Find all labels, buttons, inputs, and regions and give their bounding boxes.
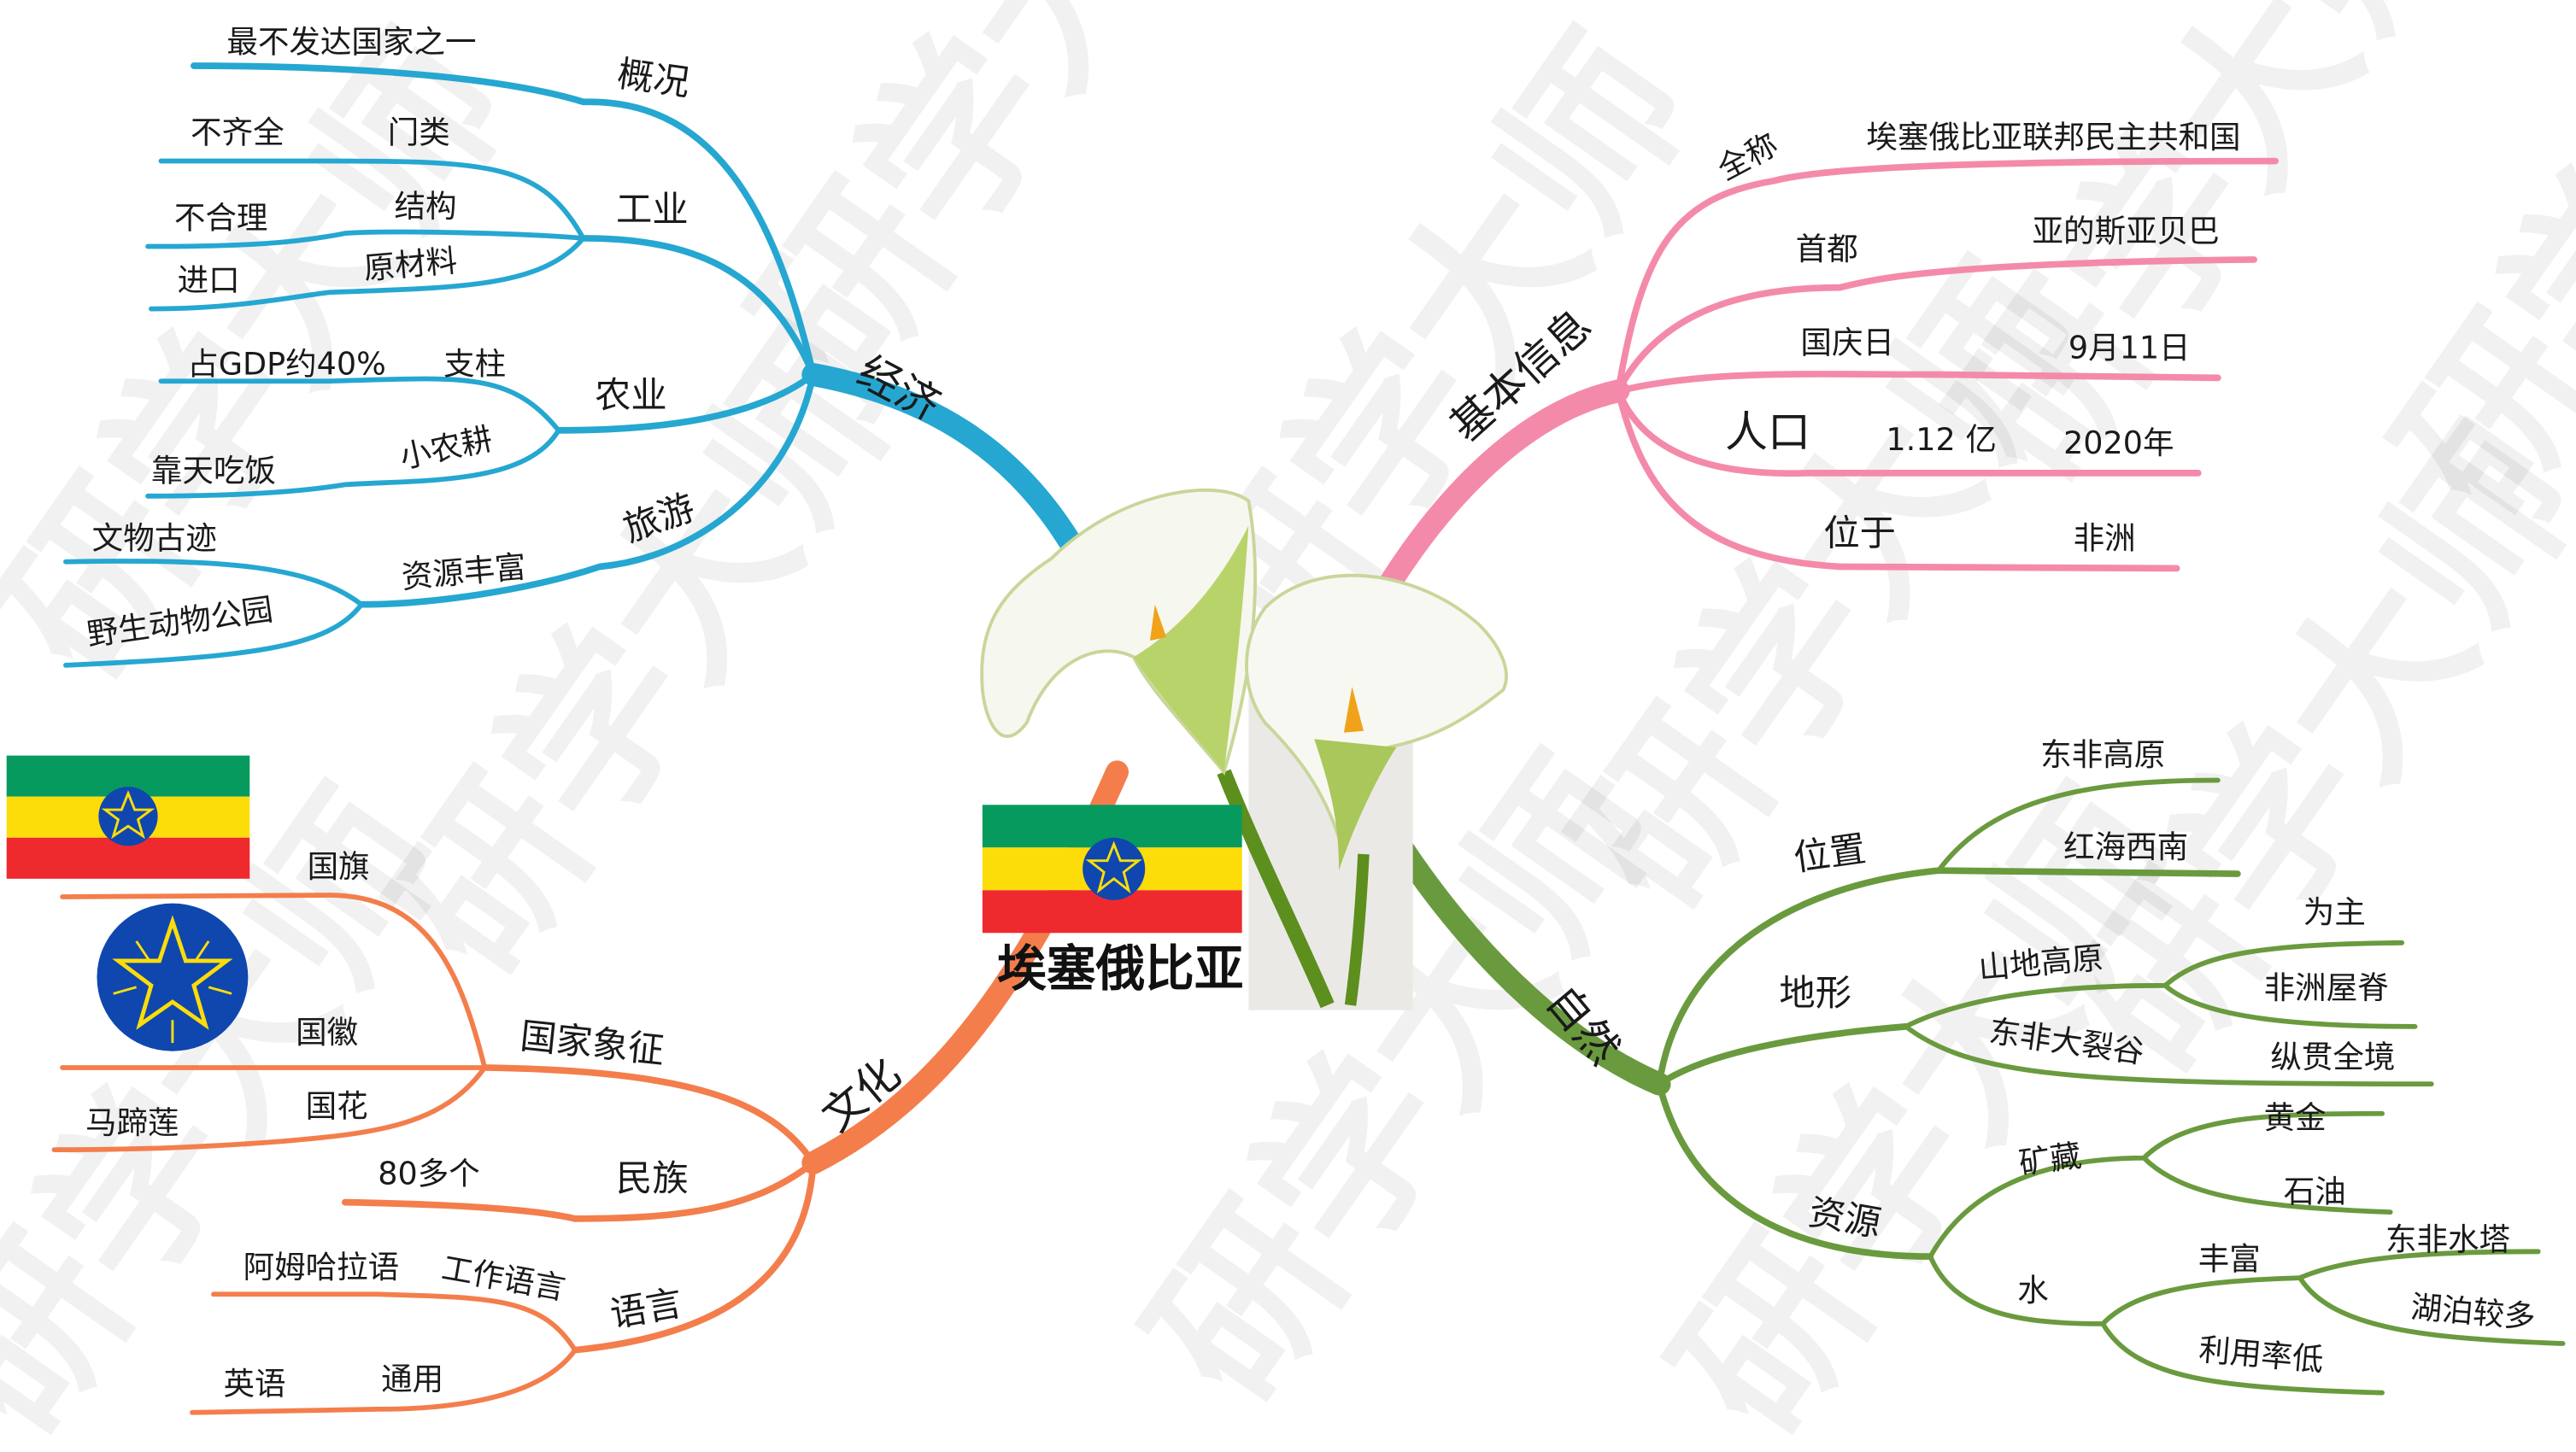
svg-text:人口: 人口 [1725,407,1810,457]
svg-text:2020年: 2020年 [2063,424,2174,461]
svg-text:门类: 门类 [388,114,450,150]
svg-text:9月11日: 9月11日 [2068,329,2191,366]
svg-text:位置: 位置 [1791,828,1869,879]
node-industry: 工业 [616,189,689,231]
svg-text:首都: 首都 [1796,231,1858,267]
node-overview: 概况 [615,52,693,103]
svg-text:埃塞俄比亚联邦民主共和国: 埃塞俄比亚联邦民主共和国 [1866,119,2240,155]
center-flag [982,805,1242,934]
svg-text:国庆日: 国庆日 [1800,325,1894,361]
svg-text:国旗: 国旗 [308,848,370,885]
node-agriculture: 农业 [595,374,667,416]
svg-text:80多个: 80多个 [378,1155,480,1191]
svg-text:水: 水 [2017,1272,2049,1309]
svg-text:1.12 亿: 1.12 亿 [1886,421,1996,458]
svg-text:阿姆哈拉语: 阿姆哈拉语 [244,1249,400,1285]
emblem-image [97,903,249,1051]
calla-lily-image [980,488,1508,1010]
svg-text:黄金: 黄金 [2264,1099,2327,1136]
svg-text:为主: 为主 [2303,894,2366,931]
branch-basic-info[interactable] [1373,157,2279,603]
svg-text:通用: 通用 [381,1361,443,1397]
svg-text:国花: 国花 [306,1088,368,1125]
svg-text:结构: 结构 [394,188,456,225]
svg-text:非洲屋脊: 非洲屋脊 [2264,969,2389,1006]
svg-text:马蹄莲: 马蹄莲 [85,1104,179,1141]
svg-text:东非高原: 东非高原 [2040,736,2165,773]
svg-text:进口: 进口 [178,261,240,298]
center-title: 埃塞俄比亚 [997,940,1243,998]
svg-text:丰富: 丰富 [2198,1240,2261,1277]
svg-text:不齐全: 不齐全 [191,114,285,150]
svg-text:不合理: 不合理 [174,199,268,236]
svg-text:占GDP约40%: 占GDP约40% [187,346,386,383]
svg-text:原材料: 原材料 [362,243,459,287]
leaf-overview: 最不发达国家之一 [226,24,476,61]
svg-text:矿藏: 矿藏 [2016,1137,2083,1182]
svg-text:位于: 位于 [1823,512,1896,553]
svg-text:湖泊较多: 湖泊较多 [2409,1288,2537,1336]
svg-text:国家象征: 国家象征 [519,1015,666,1071]
svg-text:纵贯全境: 纵贯全境 [2270,1039,2395,1075]
svg-text:民族: 民族 [616,1157,689,1199]
svg-text:支柱: 支柱 [443,346,506,383]
svg-text:小农耕: 小农耕 [396,420,496,476]
culture-labels: 文化 国家象征 国旗 国徽 国花 马蹄莲 民族 80多个 工作语言 阿姆哈拉语 … [85,848,910,1402]
svg-text:非洲: 非洲 [2074,519,2136,556]
svg-text:石油: 石油 [2284,1174,2346,1210]
svg-text:东非水塔: 东非水塔 [2385,1221,2510,1257]
svg-text:英语: 英语 [224,1366,286,1402]
center-node[interactable]: 埃塞俄比亚 [980,488,1508,1010]
svg-text:亚的斯亚贝巴: 亚的斯亚贝巴 [2033,213,2220,249]
svg-text:靠天吃饭: 靠天吃饭 [151,452,276,489]
svg-text:红海西南: 红海西南 [2063,828,2188,865]
svg-text:利用率低: 利用率低 [2198,1331,2325,1379]
flag-image [6,755,250,879]
nature-labels: 自然 位置 东非高原 红海西南 地形 山地高原 为主 非洲屋脊 东非大裂谷 纵贯… [1536,736,2537,1379]
svg-text:地形: 地形 [1779,972,1851,1014]
basic-info-labels: 基本信息 全称 埃塞俄比亚联邦民主共和国 首都 亚的斯亚贝巴 国庆日 9月11日… [1441,119,2240,556]
svg-text:文物古迹: 文物古迹 [92,519,217,556]
branch-economy[interactable] [63,62,1096,668]
branch-nature[interactable] [1373,777,2566,1396]
svg-text:国徽: 国徽 [296,1014,358,1051]
